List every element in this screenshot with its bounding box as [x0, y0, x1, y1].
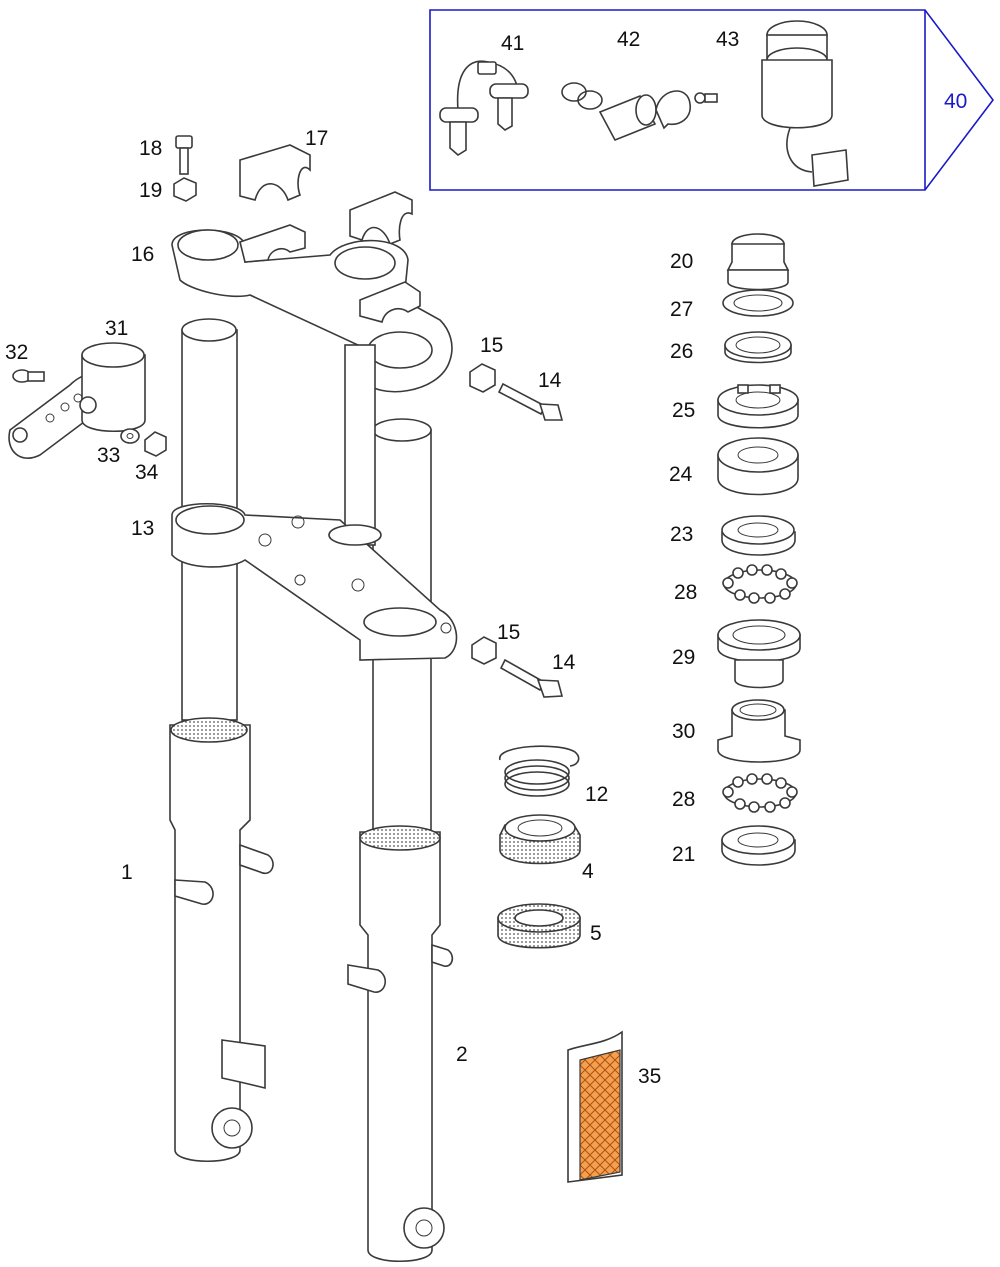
callout-21: 21 — [672, 843, 696, 866]
bolt-part-14-upper — [497, 382, 564, 421]
washer-part-26 — [724, 331, 792, 364]
spring-clip-part-12 — [499, 745, 580, 797]
race-part-29 — [717, 619, 801, 689]
callout-43: 43 — [716, 28, 740, 51]
bolt-part-18 — [175, 135, 193, 175]
bolt-part-14-lower — [499, 658, 564, 698]
dust-seal-part-4 — [499, 814, 581, 865]
callout-25: 25 — [672, 399, 696, 422]
callout-31: 31 — [105, 317, 129, 340]
washer-part-33 — [120, 428, 140, 444]
bearing-balls-part-28-lower — [722, 773, 798, 813]
callout-27: 27 — [670, 298, 694, 321]
callout-14-lower: 14 — [552, 651, 576, 674]
race-part-21 — [721, 825, 796, 866]
callout-1: 1 — [121, 861, 133, 884]
callout-19: 19 — [139, 179, 163, 202]
lock-cylinder-part-42 — [561, 82, 718, 142]
callout-12: 12 — [585, 783, 609, 806]
callout-16: 16 — [131, 243, 155, 266]
lower-triple-clamp-part-13 — [171, 502, 458, 661]
callout-30: 30 — [672, 720, 696, 743]
oil-seal-part-5 — [497, 903, 581, 949]
handlebar-clamp-part-17 — [239, 144, 413, 246]
callout-40: 40 — [944, 90, 968, 113]
callout-4: 4 — [582, 860, 594, 883]
callout-5: 5 — [590, 922, 602, 945]
callout-17: 17 — [305, 127, 329, 150]
nut-part-15-upper — [469, 363, 496, 393]
callout-34: 34 — [135, 461, 159, 484]
headlight-bracket-part-31 — [8, 342, 146, 459]
pad-part-35 — [567, 1030, 623, 1183]
callout-41: 41 — [501, 32, 525, 55]
race-part-30 — [717, 699, 801, 763]
washer-part-27 — [722, 289, 794, 317]
fork-leg-left-part-1 — [169, 318, 274, 1163]
callout-33: 33 — [97, 444, 121, 467]
callout-18: 18 — [139, 137, 163, 160]
keys-part-41 — [439, 60, 529, 156]
nut-part-15-lower — [471, 636, 497, 665]
top-nut-part-20 — [726, 233, 790, 291]
callout-13: 13 — [131, 517, 155, 540]
ignition-switch-part-43 — [761, 20, 849, 187]
castle-nut-part-25 — [717, 384, 799, 429]
callout-35: 35 — [638, 1065, 662, 1088]
bolt-part-32 — [12, 369, 45, 383]
cover-part-24 — [717, 437, 799, 496]
steering-stem — [344, 344, 376, 546]
callout-15-upper: 15 — [480, 334, 504, 357]
bearing-balls-part-28-upper — [722, 564, 798, 604]
callout-29: 29 — [672, 646, 696, 669]
callout-32: 32 — [5, 341, 29, 364]
callout-42: 42 — [617, 28, 641, 51]
callout-24: 24 — [669, 463, 693, 486]
callout-28-lower: 28 — [672, 788, 696, 811]
upper-triple-clamp-part-16 — [171, 224, 453, 393]
callout-20: 20 — [670, 250, 694, 273]
race-part-23 — [721, 515, 796, 556]
callout-2: 2 — [456, 1043, 468, 1066]
callout-23: 23 — [670, 523, 694, 546]
callout-26: 26 — [670, 340, 694, 363]
nut-part-19 — [173, 177, 197, 202]
nut-part-34 — [144, 431, 167, 457]
callout-15-lower: 15 — [497, 621, 521, 644]
callout-14-upper: 14 — [538, 369, 562, 392]
callout-28-upper: 28 — [674, 581, 698, 604]
